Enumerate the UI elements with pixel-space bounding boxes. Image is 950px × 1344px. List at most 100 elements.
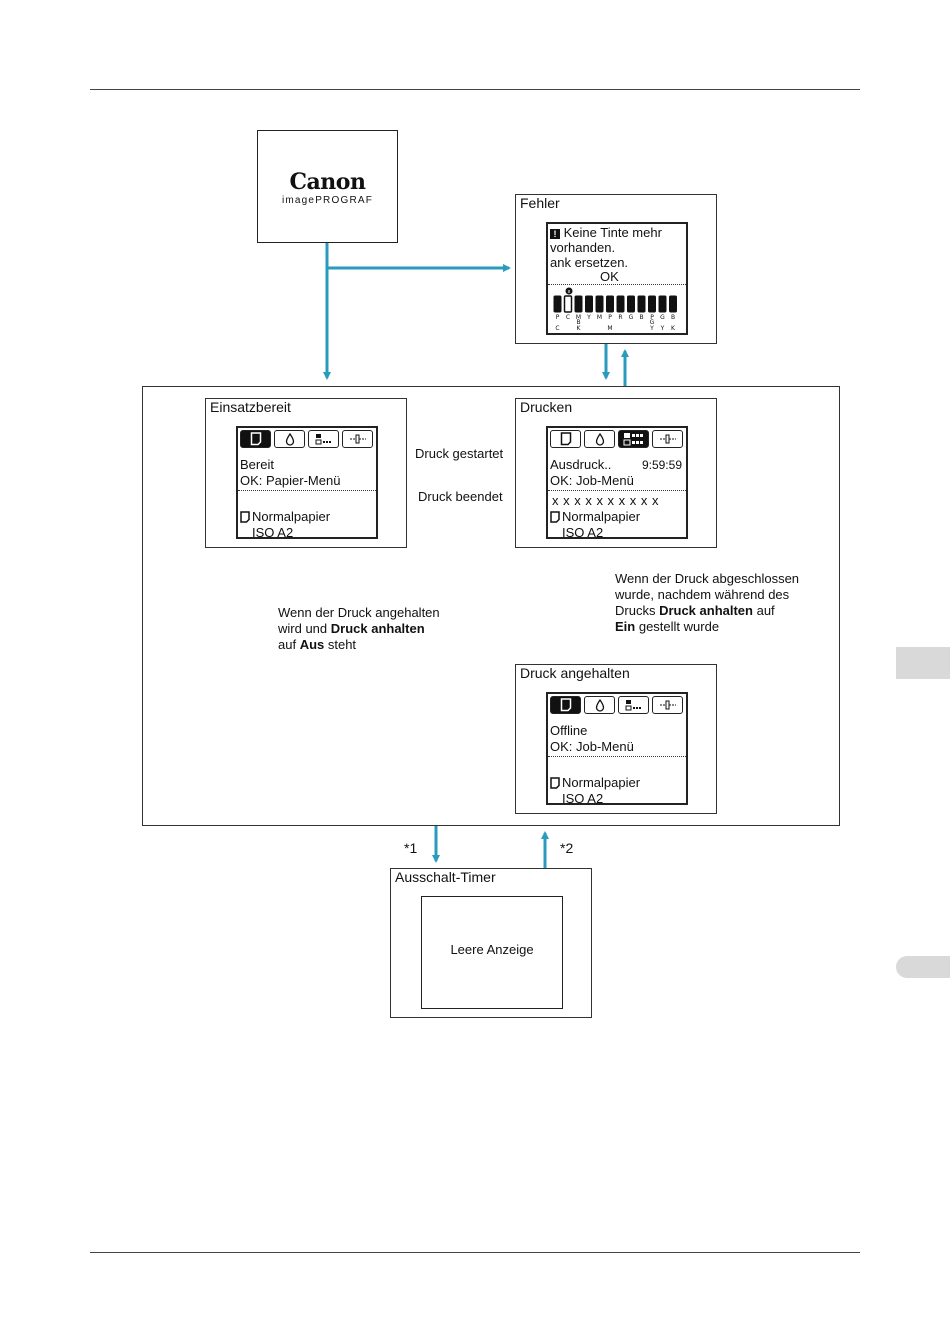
warning-icon: ! xyxy=(550,229,560,239)
paper-icon xyxy=(240,511,250,523)
blank-lcd: Leere Anzeige xyxy=(421,896,563,1009)
ink-bar xyxy=(616,295,625,313)
lcd-divider xyxy=(238,490,376,491)
error-message-3: ank ersetzen. xyxy=(550,255,629,270)
svg-text:x: x xyxy=(568,289,571,295)
job-tab-icon xyxy=(623,433,643,446)
paper-tab-icon xyxy=(250,432,261,446)
tab-paper[interactable] xyxy=(550,696,581,714)
header-rule xyxy=(90,89,860,90)
tab-paper[interactable] xyxy=(240,430,271,448)
ink-label: G xyxy=(650,319,655,326)
canon-logo-box: Canon imagePROGRAF xyxy=(257,130,398,243)
footnote-1-marker: *1 xyxy=(404,840,418,856)
footnote-2-marker: *2 xyxy=(560,840,574,856)
printing-job-name: x x x x x x x x x x xyxy=(552,493,660,508)
ink-drop-icon xyxy=(595,698,604,712)
error-message-1: Keine Tinte mehr xyxy=(563,225,662,240)
tab-settings[interactable] xyxy=(342,430,373,448)
ink-bar xyxy=(574,295,583,313)
paused-note-line-2: wird und Druck anhalten xyxy=(278,621,425,636)
paper-tab-icon xyxy=(560,432,571,446)
error-message-2: vorhanden. xyxy=(550,240,616,255)
ink-bar xyxy=(637,295,646,313)
paused-paper: Normalpapier xyxy=(550,775,640,790)
finished-note: Wenn der Druck abgeschlossen wurde, nach… xyxy=(615,571,799,635)
ink-bar xyxy=(627,295,635,313)
printing-paper-size: ISO A2 xyxy=(562,525,604,539)
ink-label: Y xyxy=(586,314,591,321)
ink-label: P xyxy=(608,314,612,321)
finished-note-line-4: Ein gestellt wurde xyxy=(615,619,720,634)
printing-paper-type: Normalpapier xyxy=(562,509,641,524)
ink-empty-icon: x xyxy=(565,287,573,295)
print-started-label: Druck gestartet xyxy=(415,446,504,461)
ink-label: Y xyxy=(649,325,654,332)
ready-state-box: Einsatzbereit Bereit OK: Papier-Menü Nor… xyxy=(205,398,407,548)
timer-title: Ausschalt-Timer xyxy=(395,869,496,885)
ink-bar xyxy=(658,295,667,313)
ink-label: P xyxy=(556,314,560,321)
ready-title: Einsatzbereit xyxy=(210,399,291,415)
lcd-tabs xyxy=(238,428,376,452)
settings-tab-icon xyxy=(349,434,366,444)
tab-job[interactable] xyxy=(618,430,649,448)
ink-label: G xyxy=(660,314,665,321)
ink-label: G xyxy=(629,314,634,321)
index-tab[interactable] xyxy=(896,956,950,978)
paused-paper-size: ISO A2 xyxy=(562,791,604,805)
tab-ink[interactable] xyxy=(274,430,305,448)
finished-note-line-1: Wenn der Druck abgeschlossen xyxy=(615,571,800,586)
ink-label: M xyxy=(597,314,602,321)
printing-status: Ausdruck.. xyxy=(550,457,612,472)
printing-lcd: Ausdruck.. 9:59:59 OK: Job-Menü x x x x … xyxy=(546,426,688,539)
blank-display-label: Leere Anzeige xyxy=(450,942,534,957)
paused-paper-type: Normalpapier xyxy=(562,775,641,790)
ink-label: B xyxy=(639,314,643,321)
lcd-tabs xyxy=(548,694,686,718)
ink-label: C xyxy=(566,314,570,321)
ready-paper-size: ISO A2 xyxy=(252,525,294,539)
error-title: Fehler xyxy=(520,195,560,211)
printing-title: Drucken xyxy=(520,399,573,415)
section-tab[interactable] xyxy=(896,647,950,679)
printing-paper: Normalpapier xyxy=(550,509,640,524)
finished-note-line-2: wurde, nachdem während des xyxy=(615,587,790,602)
paper-icon xyxy=(550,777,560,789)
tab-ink[interactable] xyxy=(584,430,615,448)
ink-drop-icon xyxy=(285,432,294,446)
settings-tab-icon xyxy=(659,700,676,710)
ready-paper: Normalpapier xyxy=(240,509,330,524)
printing-state-box: Drucken Ausdruck.. 9:59:59 OK: Job-Menü … xyxy=(515,398,717,548)
tab-job[interactable] xyxy=(618,696,649,714)
ink-drop-icon xyxy=(595,432,604,446)
ink-bar xyxy=(595,295,604,313)
ink-label: R xyxy=(618,314,622,321)
finished-note-line-3: Drucks Druck anhalten auf xyxy=(615,603,775,618)
error-ok[interactable]: OK xyxy=(600,269,619,284)
lcd-tabs xyxy=(548,428,686,452)
paused-state-box: Druck angehalten Offline OK: Job-Menü No… xyxy=(515,664,717,814)
product-logo: imagePROGRAF xyxy=(281,195,374,206)
tab-paper[interactable] xyxy=(550,430,581,448)
ready-ok-hint: OK: Papier-Menü xyxy=(240,473,341,488)
tab-ink[interactable] xyxy=(584,696,615,714)
ready-lcd: Bereit OK: Papier-Menü Normalpapier ISO … xyxy=(236,426,378,539)
paper-icon xyxy=(550,511,560,523)
error-state-box: Fehler ! Keine Tinte mehr vorhanden. ank… xyxy=(515,194,717,344)
tab-job[interactable] xyxy=(308,430,339,448)
ink-label: M xyxy=(576,314,581,321)
ink-bar xyxy=(585,295,593,313)
settings-tab-icon xyxy=(659,434,676,444)
ready-status: Bereit xyxy=(240,457,274,472)
paper-tab-icon xyxy=(560,698,571,712)
ink-bar xyxy=(669,295,677,313)
paused-ok-hint: OK: Job-Menü xyxy=(550,739,634,754)
tab-settings[interactable] xyxy=(652,696,683,714)
printing-time: 9:59:59 xyxy=(641,458,682,472)
ink-bar xyxy=(563,295,573,313)
ink-label: C xyxy=(555,325,559,332)
ink-bar xyxy=(606,295,614,313)
tab-settings[interactable] xyxy=(652,430,683,448)
